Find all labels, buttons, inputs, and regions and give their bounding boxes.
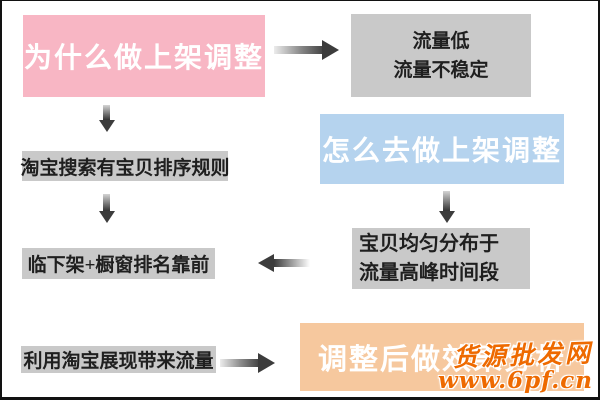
node-traffic-symptom-line2: 流量不稳定 bbox=[393, 59, 489, 81]
node-traffic-symptom: 流量低 流量不稳定 bbox=[351, 14, 531, 97]
arrow-down-icon bbox=[99, 194, 115, 223]
arrow-shaft bbox=[103, 194, 110, 211]
node-use-exposure-label: 利用淘宝展现带来流量 bbox=[23, 351, 214, 372]
node-search-rule-label: 淘宝搜索有宝贝排序规则 bbox=[20, 157, 230, 179]
node-how-adjust-label: 怎么去做上架调整 bbox=[321, 134, 562, 167]
arrow-head bbox=[258, 254, 274, 272]
arrow-shaft bbox=[220, 359, 258, 367]
arrow-head bbox=[439, 211, 455, 223]
watermark-site-name: 货源批发网 bbox=[452, 337, 594, 372]
node-rank-ahead-label: 临下架+橱窗排名靠前 bbox=[27, 255, 210, 276]
arrow-shaft bbox=[103, 105, 110, 120]
watermark: 货源批发网 www.6pf.cn bbox=[438, 337, 594, 394]
arrow-head bbox=[99, 211, 115, 223]
node-distribute-evenly: 宝贝均匀分布于 流量高峰时间段 bbox=[352, 228, 530, 289]
node-rank-ahead: 临下架+橱窗排名靠前 bbox=[22, 248, 215, 279]
arrow-down-icon bbox=[99, 105, 115, 132]
watermark-site-url: www.6pf.cn bbox=[438, 366, 593, 394]
node-use-exposure: 利用淘宝展现带来流量 bbox=[21, 346, 216, 373]
arrow-shaft bbox=[443, 191, 450, 211]
node-search-rule: 淘宝搜索有宝贝排序规则 bbox=[20, 151, 230, 181]
arrow-shaft bbox=[274, 46, 322, 54]
arrow-left-icon bbox=[258, 254, 310, 272]
arrow-right-icon bbox=[220, 353, 276, 373]
arrow-right-icon bbox=[274, 40, 340, 60]
node-why-adjust-label: 为什么做上架调整 bbox=[23, 41, 264, 74]
node-distribute-evenly-line1: 宝贝均匀分布于 bbox=[359, 232, 499, 255]
node-how-adjust: 怎么去做上架调整 bbox=[320, 114, 564, 184]
node-effect-analysis: 调整后做效果分析 bbox=[300, 323, 584, 391]
node-effect-analysis-label: 调整后做效果分析 bbox=[317, 342, 566, 376]
arrow-shaft bbox=[274, 259, 310, 267]
node-distribute-evenly-line2: 流量高峰时间段 bbox=[359, 261, 499, 284]
arrow-head bbox=[322, 40, 339, 60]
node-why-adjust: 为什么做上架调整 bbox=[23, 15, 265, 97]
arrow-head bbox=[99, 120, 115, 132]
arrow-down-icon bbox=[439, 191, 455, 224]
node-traffic-symptom-line1: 流量低 bbox=[412, 30, 470, 52]
arrow-head bbox=[258, 353, 275, 373]
